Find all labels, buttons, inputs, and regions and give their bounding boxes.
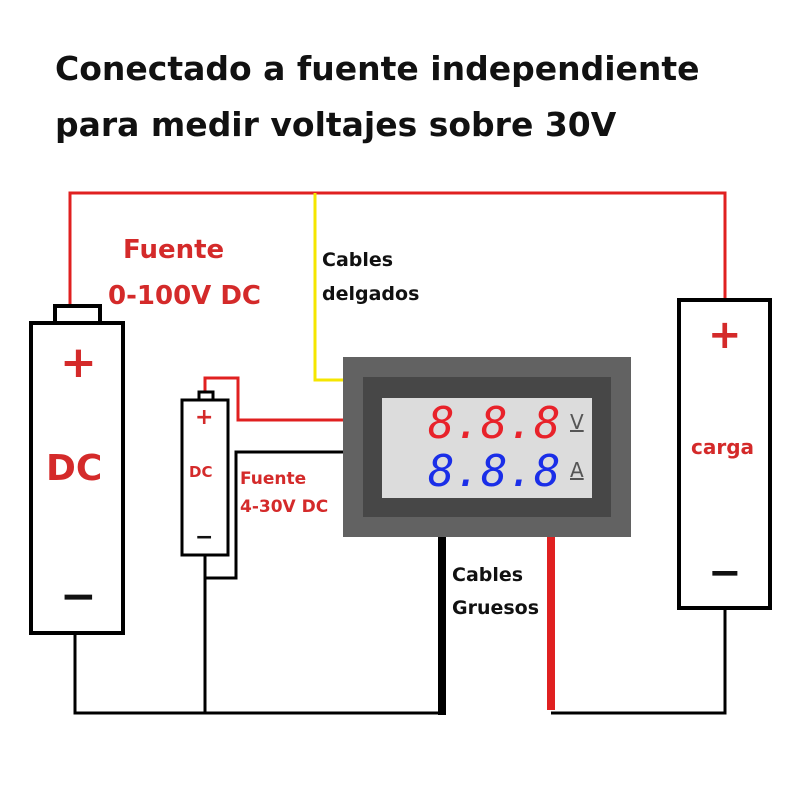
aux-source-label: Fuente <box>240 469 307 489</box>
load <box>677 298 772 610</box>
small-battery-minus: − <box>195 525 214 550</box>
load-plus: + <box>708 312 742 358</box>
main-source-range: 0-100V DC <box>108 281 261 311</box>
big-battery <box>29 321 125 635</box>
big-battery-plus: + <box>60 337 97 388</box>
meter-display <box>382 398 592 498</box>
thick-cables-label: Cables <box>452 564 524 586</box>
aux-source-range: 4-30V DC <box>240 497 329 517</box>
amp-unit: A <box>570 458 584 482</box>
main-source-label: Fuente <box>123 235 225 265</box>
thin-cables-label-2: delgados <box>322 283 420 305</box>
thin-cables-label: Cables <box>322 249 394 271</box>
small-battery-label: DC <box>189 463 213 481</box>
yellow-wire <box>313 193 345 382</box>
big-battery-cap <box>53 304 102 325</box>
volt-unit: V <box>570 410 584 434</box>
small-battery-plus: + <box>195 405 214 430</box>
black-bottom-wire <box>73 633 443 715</box>
red-top-wire <box>68 191 727 305</box>
volt-display: 8.8.8 <box>428 398 561 449</box>
title-line-1: Conectado a fuente independiente <box>55 49 700 88</box>
small-battery <box>180 398 230 557</box>
amp-display: 8.8.8 <box>428 446 561 497</box>
small-battery-black-wire <box>203 450 345 580</box>
big-battery-minus: − <box>60 571 97 622</box>
small-battery-red-wire <box>203 376 345 422</box>
red-load-return-wire <box>551 608 727 715</box>
load-minus: − <box>708 550 742 596</box>
title-line-2: para medir voltajes sobre 30V <box>55 105 617 144</box>
thick-cables-label-2: Gruesos <box>452 597 540 619</box>
load-label: carga <box>691 435 755 459</box>
big-battery-label: DC <box>46 448 103 489</box>
